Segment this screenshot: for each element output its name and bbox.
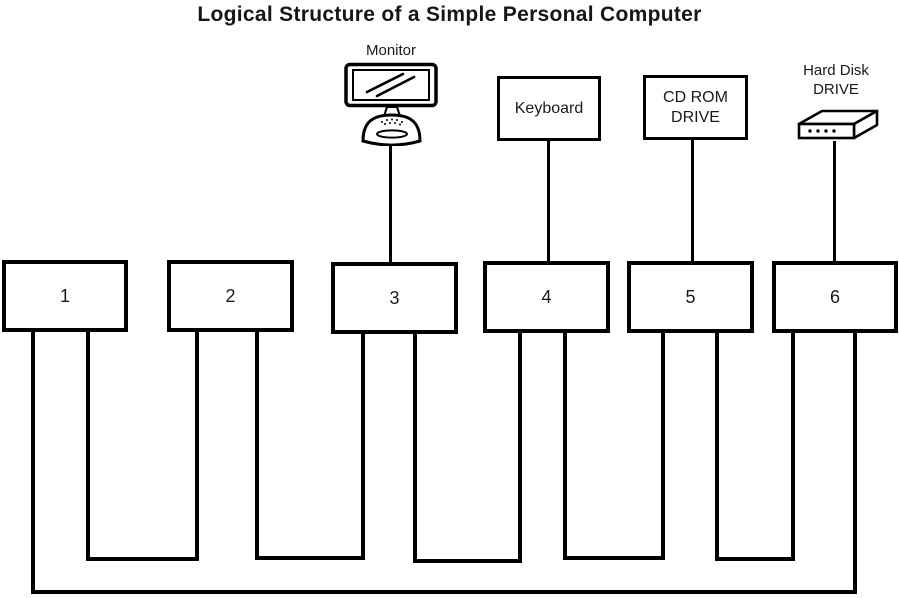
bus-leg-4-right (563, 330, 567, 560)
module-box-1: 1 (2, 260, 128, 332)
monitor-screen (352, 69, 430, 101)
harddisk-label-line1: Hard Disk (803, 62, 869, 79)
monitor-speaker-dots (381, 118, 403, 126)
bus-leg-2-right (255, 330, 259, 560)
module-box-6: 6 (772, 261, 898, 333)
monitor-icon (344, 62, 438, 146)
keyboard-connector-line (547, 140, 550, 262)
module-box-2: 2 (167, 260, 294, 332)
bus-segment-5-6 (715, 557, 795, 561)
bus-segment-3-4 (413, 559, 522, 563)
bus-leg-5-left (661, 330, 665, 560)
module-box-3: 3 (331, 262, 458, 334)
module-label-6: 6 (829, 286, 840, 307)
harddisk-connector-line (833, 141, 836, 262)
bus-bottom-line (31, 590, 857, 594)
bus-leg-1-right (86, 330, 90, 561)
module-label-2: 2 (225, 285, 236, 306)
bus-leg-5-right (715, 330, 719, 561)
module-box-4: 4 (483, 261, 610, 333)
cdrom-box: CD ROM DRIVE (643, 75, 748, 140)
module-label-5: 5 (685, 286, 696, 307)
bus-leg-2-left (195, 330, 199, 561)
bus-leg-4-left (518, 330, 522, 563)
bus-segment-4-5 (563, 556, 665, 560)
cdrom-connector-line (691, 139, 694, 262)
harddisk-label-line2: DRIVE (813, 81, 859, 98)
bus-leg-1-left (31, 330, 35, 594)
monitor-base-slot (376, 129, 408, 139)
cdrom-label-line2: DRIVE (671, 108, 720, 126)
keyboard-box: Keyboard (497, 76, 601, 141)
bus-leg-6-left (791, 331, 795, 561)
harddisk-icon (797, 109, 879, 140)
module-label-1: 1 (59, 285, 70, 306)
bus-segment-2-3 (255, 556, 365, 560)
keyboard-label: Keyboard (514, 99, 584, 117)
bus-segment-1-2 (86, 557, 199, 561)
monitor-connector-line (389, 144, 392, 262)
bus-leg-6-right (853, 331, 857, 594)
diagram-title: Logical Structure of a Simple Personal C… (197, 3, 702, 26)
bus-leg-3-right (413, 332, 417, 563)
module-box-5: 5 (627, 261, 754, 333)
harddisk-dots (808, 129, 836, 133)
cdrom-label-line1: CD ROM (663, 88, 728, 106)
module-label-4: 4 (541, 286, 552, 307)
bus-leg-3-left (361, 332, 365, 560)
monitor-label: Monitor (365, 42, 417, 59)
module-label-3: 3 (389, 287, 400, 308)
harddisk-label: Hard Disk DRIVE (786, 61, 886, 99)
